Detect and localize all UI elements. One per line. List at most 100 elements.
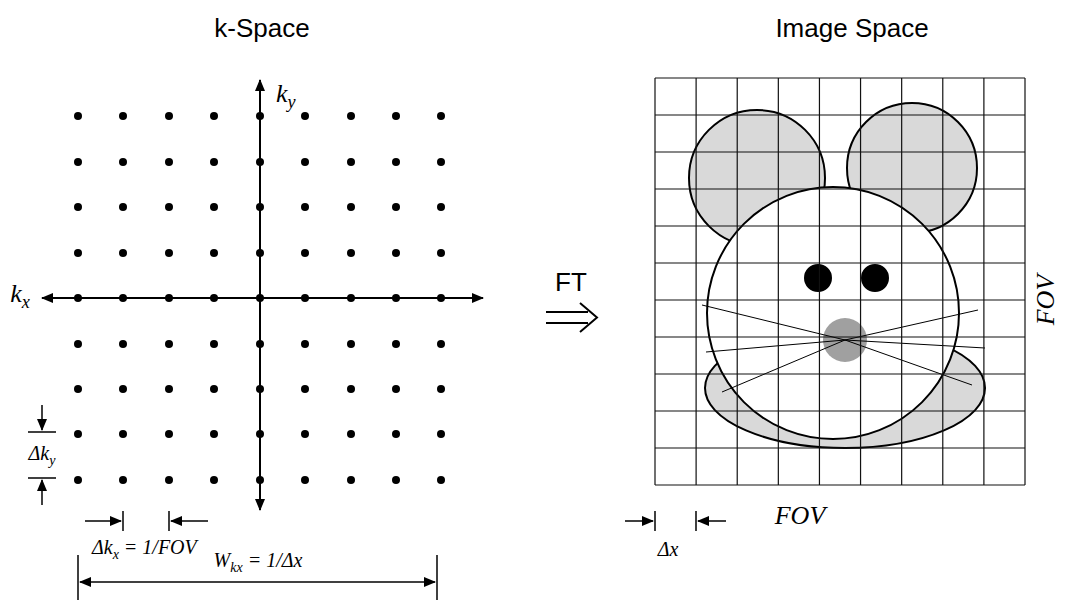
grid-line bbox=[655, 262, 1025, 263]
sample-dot bbox=[347, 158, 355, 166]
dimension-label: Δx bbox=[658, 538, 679, 560]
sample-dot bbox=[165, 340, 173, 348]
sample-dot bbox=[392, 112, 400, 120]
panel-title: Image Space bbox=[775, 13, 928, 43]
sample-dot bbox=[301, 112, 309, 120]
sample-dot bbox=[301, 294, 309, 302]
grid-line bbox=[1024, 78, 1025, 485]
sample-dot bbox=[256, 203, 264, 211]
dkx-arrow bbox=[85, 520, 121, 522]
sample-dot bbox=[119, 340, 127, 348]
sample-dot bbox=[256, 476, 264, 484]
sample-dot bbox=[165, 112, 173, 120]
image-grid bbox=[655, 78, 1025, 485]
sample-dot bbox=[347, 294, 355, 302]
dimension-label-group: FOV bbox=[1033, 275, 1059, 326]
dimension-label: = 1/FOV bbox=[124, 536, 197, 558]
sample-dot bbox=[347, 203, 355, 211]
transform-label-group: FT bbox=[555, 269, 587, 295]
grid-line bbox=[696, 78, 697, 485]
grid-line bbox=[778, 78, 779, 485]
dky-arrow bbox=[41, 405, 43, 430]
sample-dot bbox=[437, 249, 445, 257]
sample-dot bbox=[74, 203, 82, 211]
sample-dot bbox=[256, 112, 264, 120]
sample-dot bbox=[119, 385, 127, 393]
grid-line bbox=[983, 78, 984, 485]
grid-line bbox=[942, 78, 943, 485]
sample-dot bbox=[437, 158, 445, 166]
sample-dot bbox=[347, 476, 355, 484]
sample-dot bbox=[210, 385, 218, 393]
wkx-tick bbox=[436, 555, 438, 600]
grid-line bbox=[655, 484, 1025, 485]
sample-dot bbox=[256, 294, 264, 302]
dky-arrow bbox=[41, 480, 43, 505]
sample-dot bbox=[437, 203, 445, 211]
grid-line bbox=[655, 299, 1025, 300]
sample-dot bbox=[165, 476, 173, 484]
subscript-text: y bbox=[49, 452, 55, 467]
grid-line bbox=[737, 78, 738, 485]
mouse-eye bbox=[862, 265, 888, 291]
transform-label: FT bbox=[555, 267, 587, 297]
sample-dot bbox=[119, 476, 127, 484]
sample-dot bbox=[392, 158, 400, 166]
sample-dot bbox=[347, 340, 355, 348]
sample-dot bbox=[119, 158, 127, 166]
subscript-text: x bbox=[22, 292, 30, 312]
sample-dot bbox=[392, 294, 400, 302]
sample-dot bbox=[74, 430, 82, 438]
sample-dot bbox=[210, 158, 218, 166]
grid-line bbox=[655, 77, 1025, 78]
panel-title: k-Space bbox=[214, 13, 309, 43]
sample-dot bbox=[119, 112, 127, 120]
sample-dot bbox=[74, 385, 82, 393]
sample-dot bbox=[165, 203, 173, 211]
sample-dot bbox=[165, 158, 173, 166]
grid-line bbox=[655, 225, 1025, 226]
sample-dot bbox=[210, 340, 218, 348]
grid-line bbox=[655, 336, 1025, 337]
dimension-label: = 1/Δx bbox=[248, 549, 303, 571]
sample-dot bbox=[165, 385, 173, 393]
dimension-label-group: Δky bbox=[29, 443, 56, 468]
dx-arrow bbox=[625, 520, 653, 522]
dimension-label: FOV bbox=[775, 501, 826, 530]
sample-dot bbox=[210, 203, 218, 211]
sample-dot bbox=[392, 385, 400, 393]
sample-dot bbox=[437, 112, 445, 120]
dimension-label: FOV bbox=[1031, 275, 1060, 326]
sample-dot bbox=[210, 112, 218, 120]
k-space-samples bbox=[74, 112, 445, 484]
sample-dot bbox=[256, 385, 264, 393]
grid-line bbox=[655, 410, 1025, 411]
panel-title-group: k-Space bbox=[214, 15, 309, 41]
sample-dot bbox=[437, 340, 445, 348]
grid-line bbox=[655, 114, 1025, 115]
sample-dot bbox=[210, 294, 218, 302]
sample-dot bbox=[301, 158, 309, 166]
grid-line bbox=[655, 151, 1025, 152]
sample-dot bbox=[74, 340, 82, 348]
sample-dot bbox=[347, 385, 355, 393]
sample-dot bbox=[210, 249, 218, 257]
dimension-label: W bbox=[214, 549, 231, 571]
grid-line bbox=[655, 373, 1025, 374]
dimension-label: Δk bbox=[29, 442, 50, 464]
sample-dot bbox=[74, 294, 82, 302]
dimension-label: Δk bbox=[92, 536, 113, 558]
sample-dot bbox=[437, 430, 445, 438]
panel-title-group: Image Space bbox=[775, 15, 928, 41]
dx-tick bbox=[695, 511, 697, 531]
sample-dot bbox=[347, 249, 355, 257]
sample-dot bbox=[256, 430, 264, 438]
mouse-illustration bbox=[689, 103, 985, 448]
grid-line bbox=[655, 188, 1025, 189]
grid-line bbox=[901, 78, 902, 485]
grid-line bbox=[860, 78, 861, 485]
sample-dot bbox=[301, 203, 309, 211]
sample-dot bbox=[165, 294, 173, 302]
